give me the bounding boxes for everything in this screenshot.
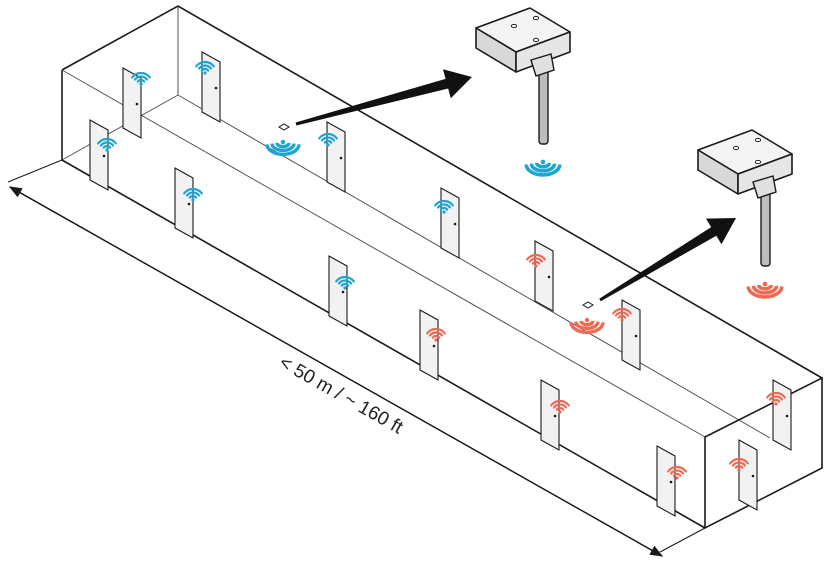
dimension-line: [7, 159, 706, 557]
door: [328, 255, 348, 327]
door: [326, 121, 346, 193]
dimension-label: < 50 m / ~ 160 ft: [276, 352, 407, 439]
door: [540, 379, 560, 451]
wifi-icon: [335, 275, 355, 290]
wifi-icon: [434, 199, 454, 214]
door: [534, 240, 554, 312]
signal-icon: [746, 281, 784, 299]
arrows-layer: [295, 69, 736, 302]
signal-icon: [569, 317, 605, 335]
wifi-icon: [318, 132, 338, 147]
gateway-b: [697, 129, 793, 299]
door: [174, 167, 194, 239]
arrow-icon: [295, 69, 472, 126]
wifi-icon: [97, 137, 117, 152]
gateway-a: [475, 7, 571, 177]
arrow-icon: [599, 218, 736, 302]
wifi-layer: [97, 60, 786, 480]
signal-icon: [524, 159, 562, 177]
wifi-icon: [195, 60, 215, 75]
wifi-icon: [526, 253, 546, 268]
wifi-icon: [550, 399, 570, 414]
door: [621, 299, 641, 371]
door: [419, 309, 439, 381]
door: [440, 187, 460, 259]
door: [656, 445, 676, 517]
wifi-icon: [766, 391, 786, 406]
wifi-icon: [612, 307, 632, 322]
sensor-b: [569, 301, 605, 335]
wifi-icon: [183, 187, 203, 202]
sensor-a: [265, 123, 301, 157]
door: [772, 379, 792, 451]
door: [89, 119, 109, 191]
wifi-icon: [131, 71, 151, 86]
door: [738, 439, 758, 511]
gateways-layer: [475, 7, 793, 299]
wifi-icon: [667, 465, 687, 480]
wifi-icon: [729, 457, 749, 472]
doors-layer: [89, 51, 792, 517]
wifi-icon: [426, 327, 446, 342]
door: [122, 67, 142, 139]
signal-icon: [265, 139, 301, 157]
